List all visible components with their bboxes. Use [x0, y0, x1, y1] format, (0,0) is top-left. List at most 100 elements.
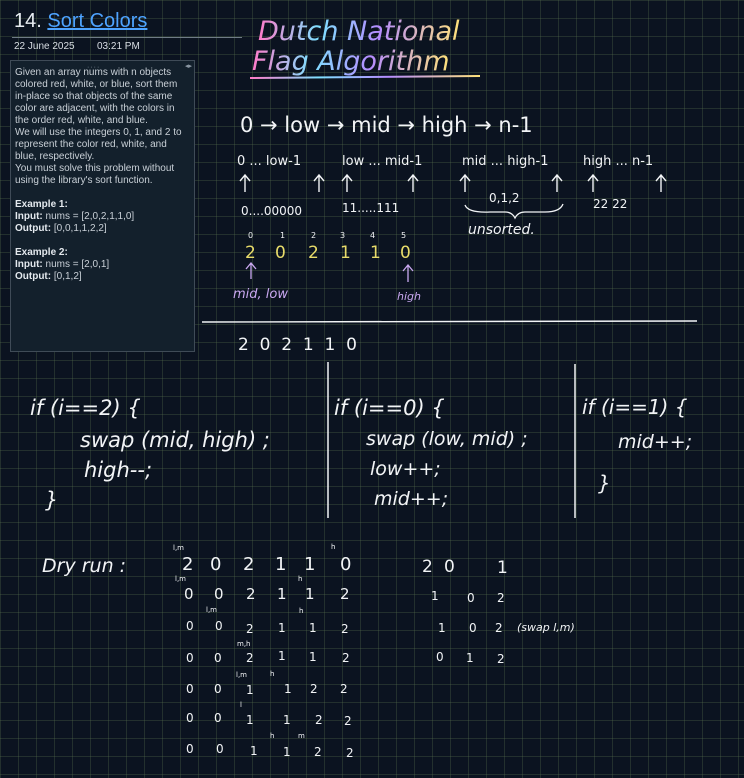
dry-run-row: 0 0 1 1 2 2 [186, 711, 352, 728]
dry-run-small-table: 2 0 1 1 0 2 1 0 2 0 1 2 (swap l,m) [422, 557, 575, 666]
title-number: 14. [14, 10, 42, 32]
svg-text:1: 1 [497, 558, 508, 578]
svg-text:1: 1 [305, 585, 315, 603]
range-value-1: 11.....111 [342, 201, 399, 215]
svg-text:0: 0 [214, 651, 222, 665]
svg-text:1: 1 [466, 651, 474, 665]
case-two-line-3: high--; [84, 458, 152, 482]
case-two-line-1: if (i==2) { [30, 396, 141, 420]
svg-text:0: 0 [444, 557, 455, 577]
svg-text:2: 2 [344, 714, 352, 728]
problem-line-3: You must solve this problem without usin… [15, 163, 175, 186]
svg-text:0: 0 [214, 585, 224, 603]
svg-text:2: 2 [243, 554, 254, 575]
svg-text:2: 2 [497, 591, 505, 605]
section-divider [201, 320, 698, 323]
svg-text:1: 1 [246, 683, 254, 697]
svg-text:2: 2 [346, 746, 354, 760]
array-value-3: 1 [340, 243, 351, 263]
notes-heading-line2: Flag Algorithm [252, 46, 450, 77]
range-value-2: 0,1,2 [489, 191, 520, 205]
example1-label: Example 1: [15, 199, 68, 210]
svg-text:m: m [298, 732, 305, 740]
svg-text:0: 0 [186, 619, 194, 633]
svg-text:h: h [299, 607, 303, 615]
index-2: 2 [311, 231, 316, 240]
range-value-3: 22 22 [593, 197, 627, 211]
svg-text:0: 0 [186, 682, 194, 696]
svg-text:2: 2 [340, 585, 350, 603]
svg-text:h: h [270, 732, 274, 740]
svg-text:2: 2 [310, 682, 318, 696]
dry-run-row: 0 0 1 1 2 2 [186, 682, 348, 697]
svg-text:2: 2 [246, 622, 254, 636]
page-date: 22 June 2025 [14, 41, 75, 52]
svg-text:0: 0 [436, 650, 444, 664]
array-value-1: 0 [275, 243, 286, 263]
svg-text:2: 2 [340, 682, 348, 696]
resize-icon[interactable]: ◂▸ [184, 63, 192, 70]
svg-text:h: h [331, 543, 335, 551]
case-zero-line-1: if (i==0) { [334, 396, 445, 420]
index-4: 4 [370, 231, 375, 240]
svg-text:2: 2 [497, 652, 505, 666]
svg-text:0: 0 [186, 742, 194, 756]
svg-text:1: 1 [278, 649, 286, 663]
svg-text:l,m: l,m [236, 671, 247, 679]
svg-text:0: 0 [210, 554, 221, 575]
svg-text:2: 2 [314, 745, 322, 759]
range-value-0: 0....00000 [241, 204, 302, 218]
index-5: 5 [401, 231, 406, 240]
svg-text:0: 0 [214, 682, 222, 696]
svg-text:2: 2 [495, 621, 503, 635]
case-one-block: if (i==1) { mid++; } [582, 395, 692, 495]
svg-text:1: 1 [283, 713, 291, 727]
dry-run-row: 0 0 1 1 2 2 [186, 742, 354, 760]
page-title: 14. Sort Colors [14, 10, 147, 33]
case-one-line-3: } [598, 471, 611, 495]
svg-text:1: 1 [277, 585, 287, 603]
drag-handle-icon[interactable]: ···· [87, 64, 101, 71]
svg-text:1: 1 [275, 554, 286, 575]
example1-output: Output: [0,0,1,1,2,2] [15, 223, 107, 234]
array-value-5: 0 [400, 243, 411, 263]
index-row: 0 1 2 3 4 5 [248, 231, 406, 240]
index-1: 1 [280, 231, 285, 240]
svg-text:1: 1 [246, 713, 254, 727]
high-label: high [397, 290, 421, 303]
range-0: 0 ... low-1 [237, 154, 301, 169]
array-value-4: 1 [370, 243, 381, 263]
page-time: 03:21 PM [97, 41, 140, 52]
case-zero-line-2: swap (low, mid) ; [366, 428, 528, 450]
range-1: low ... mid-1 [342, 154, 422, 169]
range-arrows [239, 173, 667, 192]
svg-text:0: 0 [469, 621, 477, 635]
svg-text:1: 1 [304, 554, 315, 575]
range-3: high ... n-1 [583, 154, 653, 169]
swap-note: (swap l,m) [517, 621, 575, 634]
unsorted-brace [464, 203, 564, 220]
svg-text:2: 2 [341, 622, 349, 636]
problem-line-2: We will use the integers 0, 1, and 2 to … [15, 127, 182, 162]
svg-text:1: 1 [309, 621, 317, 635]
mid-low-label: mid, low [233, 287, 288, 302]
svg-text:2: 2 [422, 557, 433, 577]
svg-text:h: h [298, 575, 302, 583]
dry-run-pointer-marks: l,m h l,m h l,m h m,h l,m h l h m [173, 543, 335, 740]
unsorted-label: unsorted. [468, 222, 535, 238]
svg-text:2: 2 [315, 713, 323, 727]
title-link[interactable]: Sort Colors [47, 10, 148, 32]
index-3: 3 [340, 231, 345, 240]
title-divider [12, 37, 242, 38]
dry-run-label: Dry run : [42, 555, 126, 577]
pointer-arrows [245, 261, 414, 282]
svg-text:1: 1 [438, 621, 446, 635]
svg-text:1: 1 [283, 745, 291, 759]
notes-heading-line1: Dutch National [258, 16, 460, 47]
problem-panel[interactable]: ···· ◂▸ Given an array nums with n objec… [10, 60, 195, 352]
highlighted-array: 2 0 2 1 1 0 [245, 243, 411, 263]
svg-text:2: 2 [182, 554, 193, 575]
svg-text:0: 0 [186, 651, 194, 665]
case-two-block: if (i==2) { swap (mid, high) ; high--; } [30, 396, 270, 512]
